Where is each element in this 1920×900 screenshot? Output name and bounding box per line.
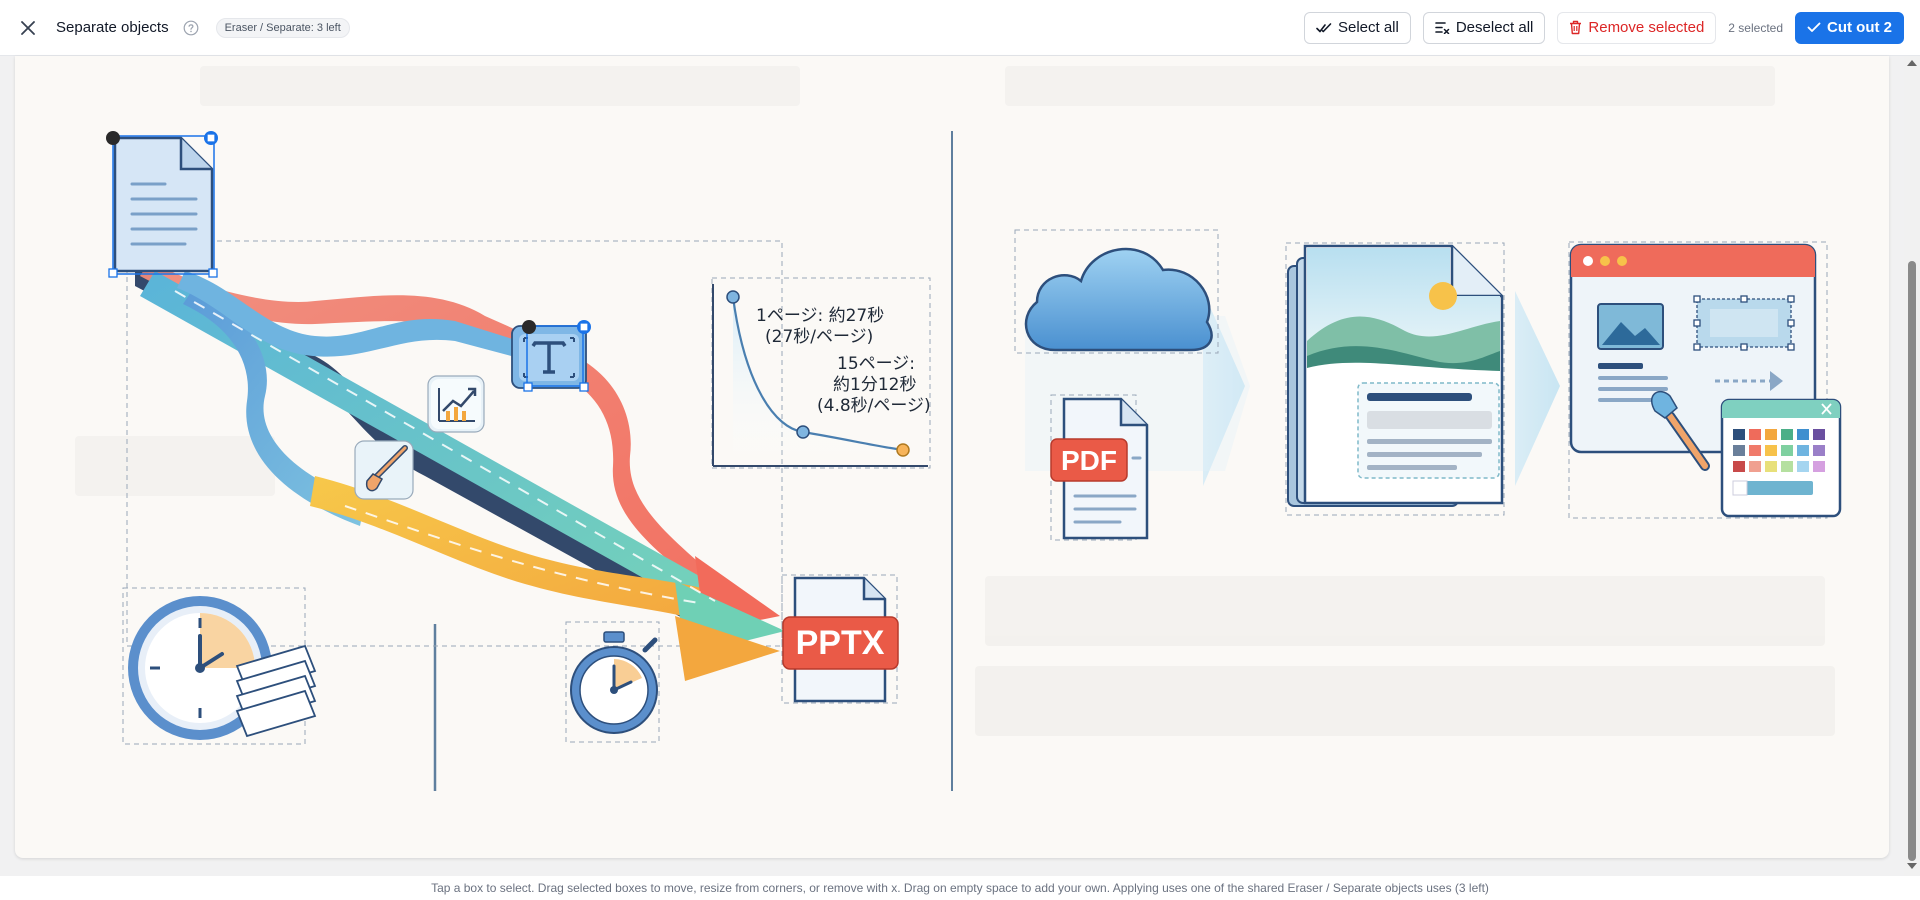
flow-arrows[interactable] (135, 261, 785, 681)
resize-handle-icon[interactable] (579, 382, 589, 392)
select-all-label: Select all (1337, 19, 1399, 36)
resize-handle-icon[interactable] (206, 133, 216, 143)
check-icon (1807, 22, 1821, 32)
layered-pages-icon (1287, 244, 1504, 507)
chart-icon[interactable] (427, 375, 485, 433)
stopwatch-box[interactable] (565, 621, 660, 743)
cloud-icon (1024, 247, 1213, 352)
selection-box-text-icon[interactable] (526, 325, 584, 387)
deselect-all-button[interactable]: Deselect all (1422, 11, 1546, 44)
chart-label-2: (27秒/ページ) (765, 327, 873, 347)
layered-pages-box[interactable] (1285, 242, 1505, 516)
check-all-icon (1316, 22, 1332, 32)
chart-label-4: 約1分12秒 (833, 375, 916, 395)
pptx-label: PPTX (796, 624, 885, 662)
resize-handle-icon[interactable] (579, 322, 589, 332)
page-title: Separate objects (56, 19, 169, 36)
deselect-all-label: Deselect all (1455, 19, 1534, 36)
faint-background (75, 66, 1835, 736)
pdf-label: PDF (1061, 445, 1117, 476)
pdf-file-icon: PDF (1050, 397, 1149, 540)
editor-canvas[interactable]: 1ページ: 約27秒 (27秒/ページ) 15ページ: 約1分12秒 (4.8秒… (15, 56, 1889, 858)
toolbar: Separate objects Eraser / Separate: 3 le… (0, 0, 1920, 56)
color-palette-icon (1650, 390, 1842, 518)
document-object[interactable] (113, 136, 214, 273)
browser-object-box[interactable] (1568, 241, 1828, 519)
selected-count: 2 selected (1728, 20, 1783, 35)
vertical-scrollbar[interactable] (1904, 56, 1920, 876)
clock-object-box[interactable] (122, 587, 306, 745)
resize-handle-icon[interactable] (208, 268, 218, 278)
pptx-object-box[interactable] (781, 574, 898, 704)
cut-out-label: Cut out 2 (1827, 19, 1892, 36)
chart-label-3: 15ページ: (837, 354, 915, 374)
stopwatch-icon (570, 631, 658, 734)
chart-label-5: (4.8秒/ページ) (817, 396, 931, 416)
footer-hint: Tap a box to select. Drag selected boxes… (0, 876, 1920, 900)
clock-icon (128, 596, 317, 740)
chart-label-1: 1ページ: 約27秒 (756, 306, 884, 326)
cut-out-button[interactable]: Cut out 2 (1795, 11, 1904, 44)
cloud-object-box[interactable] (1014, 229, 1219, 354)
delete-handle-icon[interactable] (522, 320, 536, 334)
scroll-up-icon[interactable] (1907, 60, 1917, 66)
trash-icon (1570, 20, 1582, 35)
help-icon[interactable] (182, 19, 200, 37)
close-icon (21, 20, 35, 35)
remove-selected-label: Remove selected (1588, 19, 1705, 36)
slide-illustration: 1ページ: 約27秒 (27秒/ページ) 15ページ: 約1分12秒 (4.8秒… (75, 66, 1842, 791)
scroll-thumb[interactable] (1908, 261, 1916, 861)
remove-selected-button[interactable]: Remove selected (1557, 11, 1717, 44)
resize-handle-icon[interactable] (108, 268, 118, 278)
curve-chart: 1ページ: 約27秒 (27秒/ページ) 15ページ: 約1分12秒 (4.8秒… (712, 284, 931, 467)
select-all-button[interactable]: Select all (1303, 11, 1411, 44)
pptx-file-icon: PPTX (782, 576, 899, 703)
delete-handle-icon[interactable] (106, 131, 120, 145)
scroll-down-icon[interactable] (1907, 863, 1917, 869)
brush-icon[interactable] (354, 440, 414, 500)
text-tool-icon[interactable] (511, 325, 587, 389)
close-button[interactable] (14, 14, 42, 42)
resize-handle-icon[interactable] (523, 382, 533, 392)
deselect-list-icon (1435, 22, 1450, 34)
quota-badge: Eraser / Separate: 3 left (215, 17, 350, 38)
selection-box-document[interactable] (112, 135, 215, 275)
